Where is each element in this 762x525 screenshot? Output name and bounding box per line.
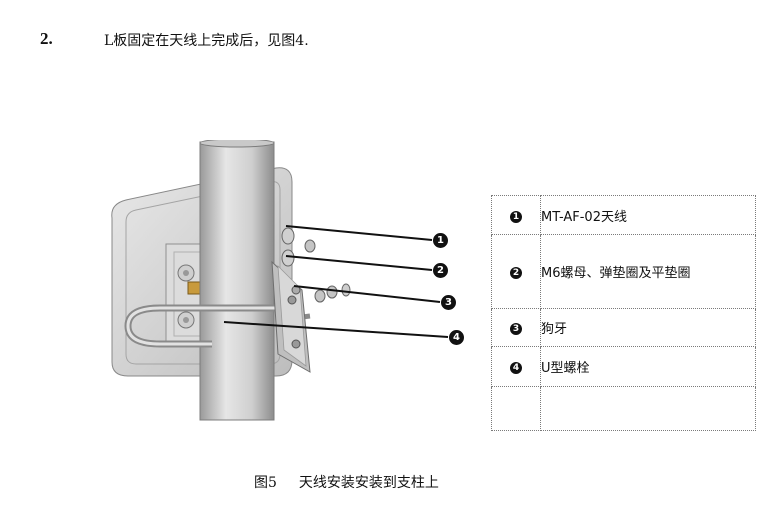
antenna-mount-drawing xyxy=(111,138,449,421)
legend-label-empty xyxy=(540,386,756,431)
figure-caption-text: 天线安装安装到支柱上 xyxy=(298,475,439,491)
pole xyxy=(199,138,275,421)
figure-number: 图5 xyxy=(254,475,277,491)
step-instruction: L板固定在天线上完成后，见图4. xyxy=(104,33,309,49)
callout-3-icon: 3 xyxy=(441,295,456,310)
legend-row: 1 MT-AF-02天线 xyxy=(491,195,756,235)
legend-row: 2 M6螺母、弹垫圈及平垫圈 xyxy=(491,234,756,309)
legend-number-3-icon: 3 xyxy=(510,323,522,335)
legend-number-2-icon: 2 xyxy=(510,267,522,279)
parts-legend-table: 1 MT-AF-02天线 2 M6螺母、弹垫圈及平垫圈 3 狗牙 4 U型螺栓 xyxy=(491,195,756,431)
legend-row: 3 狗牙 xyxy=(491,308,756,347)
leader-line-3 xyxy=(293,285,441,303)
leader-line-2 xyxy=(285,255,433,271)
legend-label: U型螺栓 xyxy=(540,346,756,387)
legend-label: 狗牙 xyxy=(540,308,756,347)
leader-lines xyxy=(223,225,449,338)
nuts-and-washers xyxy=(281,227,351,303)
legend-number-1-icon: 1 xyxy=(510,210,522,223)
legend-number-4-icon: 4 xyxy=(510,362,522,374)
callout-1-icon: 1 xyxy=(433,233,448,248)
callout-2-icon: 2 xyxy=(433,263,448,278)
legend-row: 4 U型螺栓 xyxy=(491,346,756,387)
leader-line-1 xyxy=(285,225,433,241)
legend-number-empty xyxy=(491,386,541,431)
step-number: 2. xyxy=(40,29,53,48)
figure-caption: 图5 天线安装安装到支柱上 xyxy=(254,472,439,492)
legend-label: MT-AF-02天线 xyxy=(540,195,756,235)
legend-row-empty xyxy=(491,386,756,431)
antenna-mount-illustration: 1 2 3 4 xyxy=(100,138,480,430)
leader-line-4 xyxy=(223,321,449,338)
legend-label: M6螺母、弹垫圈及平垫圈 xyxy=(540,234,756,309)
callout-4-icon: 4 xyxy=(449,330,464,345)
